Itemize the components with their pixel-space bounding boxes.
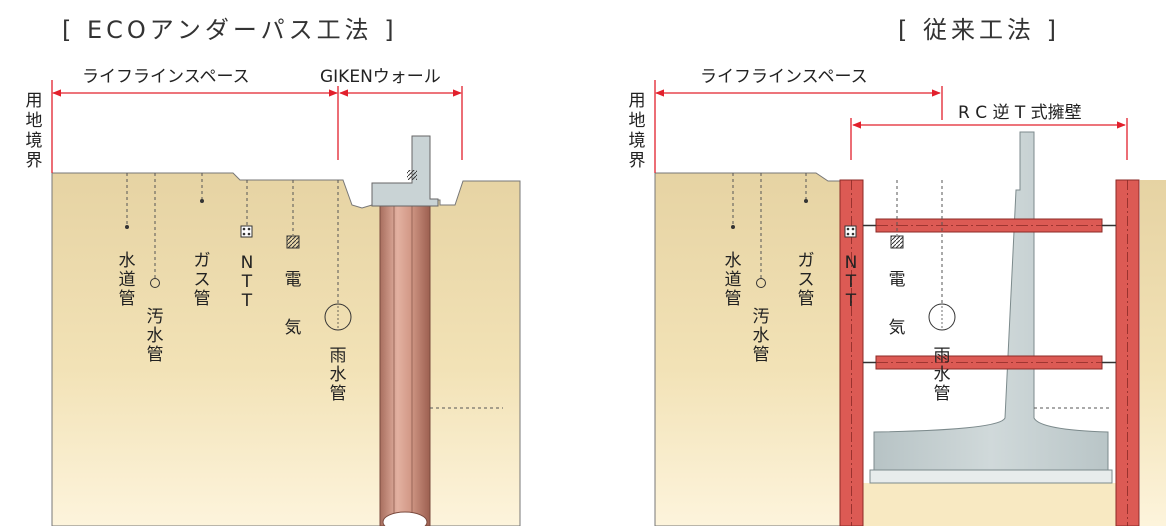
left-sewer-pipe: 汚 水 管: [147, 173, 164, 365]
left-wall-label: GIKENウォール: [320, 67, 441, 87]
svg-text:道: 道: [119, 270, 136, 290]
svg-text:管: 管: [119, 289, 136, 309]
left-electric-conduit: 電 気: [285, 180, 302, 338]
svg-text:管: 管: [725, 289, 742, 309]
svg-text:T: T: [241, 291, 253, 311]
svg-text:地: 地: [629, 111, 646, 131]
right-strut-upper: [875, 218, 1103, 233]
svg-text:ス: ス: [798, 270, 815, 290]
svg-text:雨: 雨: [934, 346, 951, 366]
svg-text:気: 気: [889, 318, 906, 338]
left-rain-pipe: 雨 水 管: [324, 180, 352, 404]
svg-text:管: 管: [194, 289, 211, 309]
svg-text:管: 管: [934, 384, 951, 404]
left-panel: [ ECOアンダーパス工法 ] 用 地 境 界 ライフラインスペース GIKEN…: [26, 16, 521, 526]
left-pile-cap: [371, 135, 439, 207]
right-rc-wall: [873, 131, 1109, 471]
svg-text:N: N: [845, 253, 858, 273]
svg-text:界: 界: [26, 151, 43, 171]
svg-text:水: 水: [753, 326, 770, 346]
left-gas-pipe: ガ ス 管: [194, 173, 211, 309]
svg-text:水: 水: [119, 251, 136, 271]
right-boundary-label: 用 地 境 界: [629, 91, 646, 171]
svg-text:界: 界: [629, 151, 646, 171]
svg-text:水: 水: [330, 365, 347, 385]
svg-text:電: 電: [285, 270, 302, 290]
svg-text:電: 電: [889, 270, 906, 290]
right-lifeline-label: ライフラインスペース: [700, 67, 868, 87]
right-panel: [ 従来工法 ] 用 地 境 界 ライフラインスペース R C 逆 T 式擁壁: [629, 16, 1166, 526]
svg-text:水: 水: [147, 326, 164, 346]
svg-text:N: N: [241, 253, 254, 273]
svg-text:T: T: [241, 272, 253, 292]
svg-text:管: 管: [330, 384, 347, 404]
svg-text:T: T: [845, 272, 857, 292]
left-ntt-conduit: N T T: [240, 180, 254, 311]
left-boundary-label: 用 地 境 界: [26, 91, 43, 171]
svg-text:ガ: ガ: [194, 251, 211, 271]
svg-text:汚: 汚: [147, 307, 164, 327]
right-water-pipe: 水 道 管: [725, 173, 742, 309]
svg-text:水: 水: [725, 251, 742, 271]
svg-text:用: 用: [629, 91, 646, 111]
svg-text:雨: 雨: [330, 346, 347, 366]
right-wall-label: R C 逆 T 式擁壁: [958, 103, 1082, 123]
right-electric-conduit: 電 気: [889, 180, 906, 338]
svg-text:ガ: ガ: [798, 251, 815, 271]
svg-text:ス: ス: [194, 270, 211, 290]
right-sewer-pipe: 汚 水 管: [753, 173, 770, 365]
left-water-pipe: 水 道 管: [119, 173, 136, 309]
left-title: [ ECOアンダーパス工法 ]: [62, 16, 398, 44]
right-wall-base-slab: [869, 469, 1113, 484]
svg-text:気: 気: [285, 318, 302, 338]
svg-text:管: 管: [798, 289, 815, 309]
svg-text:境: 境: [26, 131, 43, 151]
right-rain-pipe: 雨 水 管: [928, 180, 956, 404]
svg-text:境: 境: [629, 131, 646, 151]
svg-text:汚: 汚: [753, 307, 770, 327]
left-pile: [379, 205, 431, 526]
right-excavation-floor: [863, 483, 1116, 526]
right-ntt-conduit: N T T: [844, 225, 858, 311]
svg-text:用: 用: [26, 91, 43, 111]
svg-text:管: 管: [753, 345, 770, 365]
left-pile-end: [382, 511, 428, 526]
left-lifeline-label: ライフラインスペース: [82, 67, 250, 87]
left-cap-hatch: [407, 170, 417, 180]
right-soil-right: [1140, 180, 1166, 526]
right-strut-lower: [875, 355, 1103, 370]
left-soil: [51, 172, 521, 526]
svg-text:管: 管: [147, 345, 164, 365]
right-title: [ 従来工法 ]: [898, 16, 1060, 44]
svg-text:T: T: [845, 291, 857, 311]
svg-text:道: 道: [725, 270, 742, 290]
svg-text:水: 水: [934, 365, 951, 385]
right-gas-pipe: ガ ス 管: [798, 173, 815, 309]
svg-text:地: 地: [26, 111, 43, 131]
right-soil-left: [654, 172, 841, 526]
